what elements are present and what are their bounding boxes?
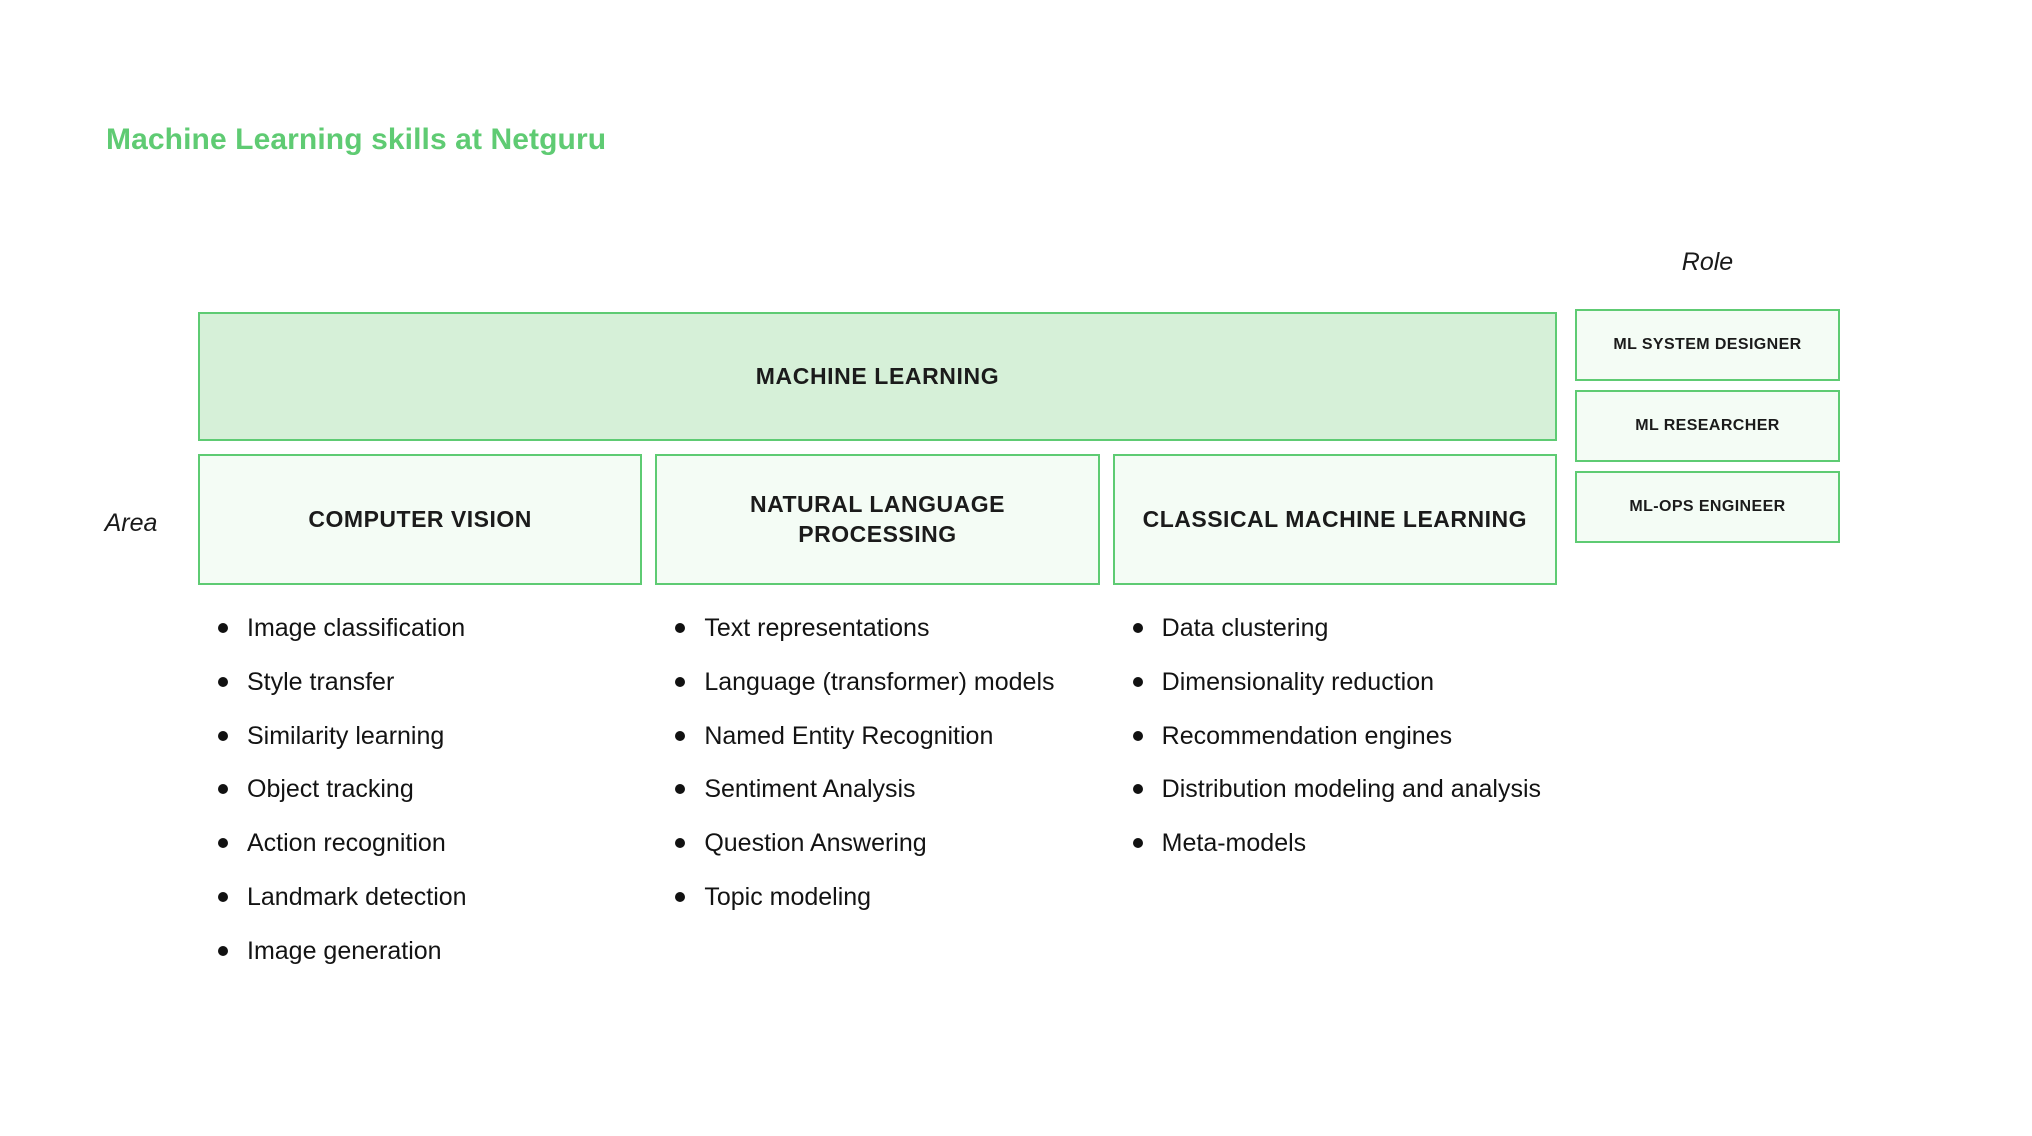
skill-list-item-label: Meta-models <box>1161 829 1307 857</box>
skill-list-item: Dimensionality reduction <box>1129 663 1557 702</box>
role-axis-label: Role <box>1681 248 1734 276</box>
skill-list-item: Recommendation engines <box>1129 717 1557 756</box>
skill-list-item-label: Data clustering <box>1161 614 1329 642</box>
role-box-ml-ops-engineer[interactable]: ML-OPS ENGINEER <box>1575 471 1840 543</box>
skill-list-item-label: Recommendation engines <box>1161 721 1453 750</box>
skill-list-item: Question Answering <box>671 824 1099 863</box>
skill-list-item: Style transfer <box>214 663 642 702</box>
skill-list-item: Text representations <box>671 609 1099 648</box>
bullet-dot-icon <box>218 676 228 687</box>
role-box-ml-system-designer[interactable]: ML SYSTEM DESIGNER <box>1575 309 1840 381</box>
bullet-dot-icon <box>218 623 228 633</box>
skill-list-item-label: Sentiment Analysis <box>704 775 916 804</box>
skill-list-item: Landmark detection <box>214 878 642 917</box>
bullet-dot-icon <box>1132 784 1143 795</box>
skill-list-item: Object tracking <box>214 770 642 809</box>
bullet-dot-icon <box>675 623 686 633</box>
skill-list-item-label: Distribution modeling and analysis <box>1161 775 1542 804</box>
role-box-label: ML-OPS ENGINEER <box>1629 498 1786 516</box>
area-box-label: COMPUTER VISION <box>308 505 532 532</box>
skill-list-item-label: Object tracking <box>247 775 414 804</box>
bullet-dot-icon <box>1132 676 1143 687</box>
role-box-ml-researcher[interactable]: ML RESEARCHER <box>1575 390 1840 462</box>
bullet-dot-icon <box>1132 730 1143 741</box>
skill-list-item: Topic modeling <box>671 878 1099 917</box>
area-box-computer-vision[interactable]: COMPUTER VISION <box>198 454 643 585</box>
skill-list-item: Data clustering <box>1129 609 1557 648</box>
role-column: ML SYSTEM DESIGNER ML RESEARCHER ML-OPS … <box>1575 309 1840 543</box>
bullet-dot-icon <box>1132 623 1143 633</box>
skill-list-item-label: Topic modeling <box>704 882 872 911</box>
skill-list-item: Image classification <box>214 609 642 648</box>
bullet-dot-icon <box>218 784 228 795</box>
page-title: Machine Learning skills at Netguru <box>106 123 607 156</box>
skill-list-item-label: Dimensionality reduction <box>1161 667 1435 696</box>
area-box-natural-language-processing[interactable]: NATURAL LANGUAGE PROCESSING <box>655 454 1100 585</box>
area-box-classical-machine-learning[interactable]: CLASSICAL MACHINE LEARNING <box>1112 454 1557 585</box>
skill-list-item-label: Landmark detection <box>247 882 467 911</box>
bullet-dot-icon <box>675 676 686 687</box>
bullet-dot-icon <box>218 730 228 741</box>
area-row: COMPUTER VISION NATURAL LANGUAGE PROCESS… <box>198 454 1557 585</box>
area-axis-label: Area <box>104 509 158 537</box>
bullet-dot-icon <box>1132 838 1143 848</box>
area-box-label: NATURAL LANGUAGE PROCESSING <box>749 490 1005 547</box>
skill-list-item-label: Language (transformer) models <box>704 667 1055 696</box>
skill-list-item-label: Image classification <box>247 614 466 642</box>
skill-list-item: Similarity learning <box>214 717 642 756</box>
skill-list-item: Distribution modeling and analysis <box>1129 770 1557 809</box>
skill-list-item-label: Similarity learning <box>247 721 445 750</box>
bullet-dot-icon <box>218 891 228 902</box>
skill-list-item: Sentiment Analysis <box>671 770 1099 809</box>
bullet-dot-icon <box>218 945 228 956</box>
skill-list-item-label: Question Answering <box>704 829 927 857</box>
bullet-dot-icon <box>675 838 686 848</box>
bullet-dot-icon <box>675 784 686 795</box>
bullet-dot-icon <box>218 838 228 848</box>
skill-list-item-label: Action recognition <box>247 829 446 857</box>
bullet-dot-icon <box>675 891 686 902</box>
machine-learning-banner-label: MACHINE LEARNING <box>755 363 1000 389</box>
bullet-dot-icon <box>675 730 686 741</box>
skill-list-item-label: Text representations <box>704 614 930 642</box>
skill-list-item: Action recognition <box>214 824 642 863</box>
skill-list-item: Image generation <box>214 932 642 971</box>
skill-list-item: Meta-models <box>1129 824 1557 863</box>
role-box-label: ML SYSTEM DESIGNER <box>1613 336 1802 354</box>
skill-list-item-label: Style transfer <box>247 667 395 696</box>
machine-learning-banner: MACHINE LEARNING <box>198 312 1557 441</box>
skill-list-item: Language (transformer) models <box>671 663 1099 702</box>
area-box-label: CLASSICAL MACHINE LEARNING <box>1142 505 1528 532</box>
skill-list-item-label: Image generation <box>247 936 442 965</box>
role-box-label: ML RESEARCHER <box>1635 417 1780 435</box>
skill-list-item-label: Named Entity Recognition <box>704 721 994 750</box>
skill-list-item: Named Entity Recognition <box>671 717 1099 756</box>
